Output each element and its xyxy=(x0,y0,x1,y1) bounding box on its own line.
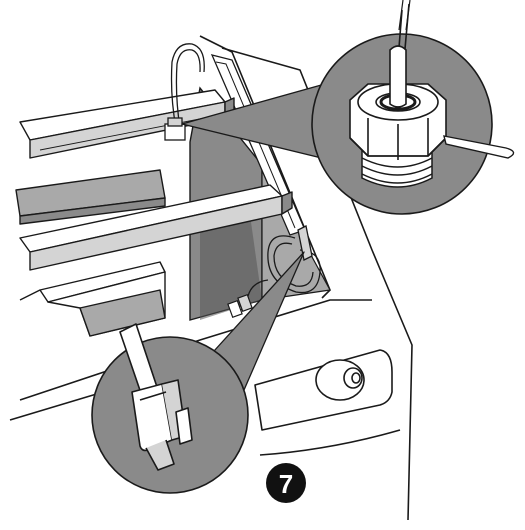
cabinet-right-side xyxy=(221,47,413,521)
retaining-clip xyxy=(119,323,193,471)
sensor-thread xyxy=(361,149,433,188)
middle-shelf xyxy=(15,169,166,225)
step-number-label: 7 xyxy=(279,469,293,499)
sensor-wire-top xyxy=(170,43,205,129)
sensor-probe-stem xyxy=(389,45,407,108)
sensor-callout xyxy=(181,0,515,215)
lower-tray xyxy=(19,261,166,337)
lower-rail xyxy=(19,184,293,271)
cotter-pin xyxy=(443,135,515,159)
step-number-badge: 7 xyxy=(266,463,306,503)
cabinet-clip xyxy=(297,225,313,261)
wire-connector xyxy=(227,293,253,319)
sensor-probe xyxy=(164,117,186,141)
cabinet-bottom-edge xyxy=(259,429,401,456)
clip-callout xyxy=(91,251,305,494)
cabinet-top-rim xyxy=(199,35,331,299)
upper-rail xyxy=(19,89,235,159)
